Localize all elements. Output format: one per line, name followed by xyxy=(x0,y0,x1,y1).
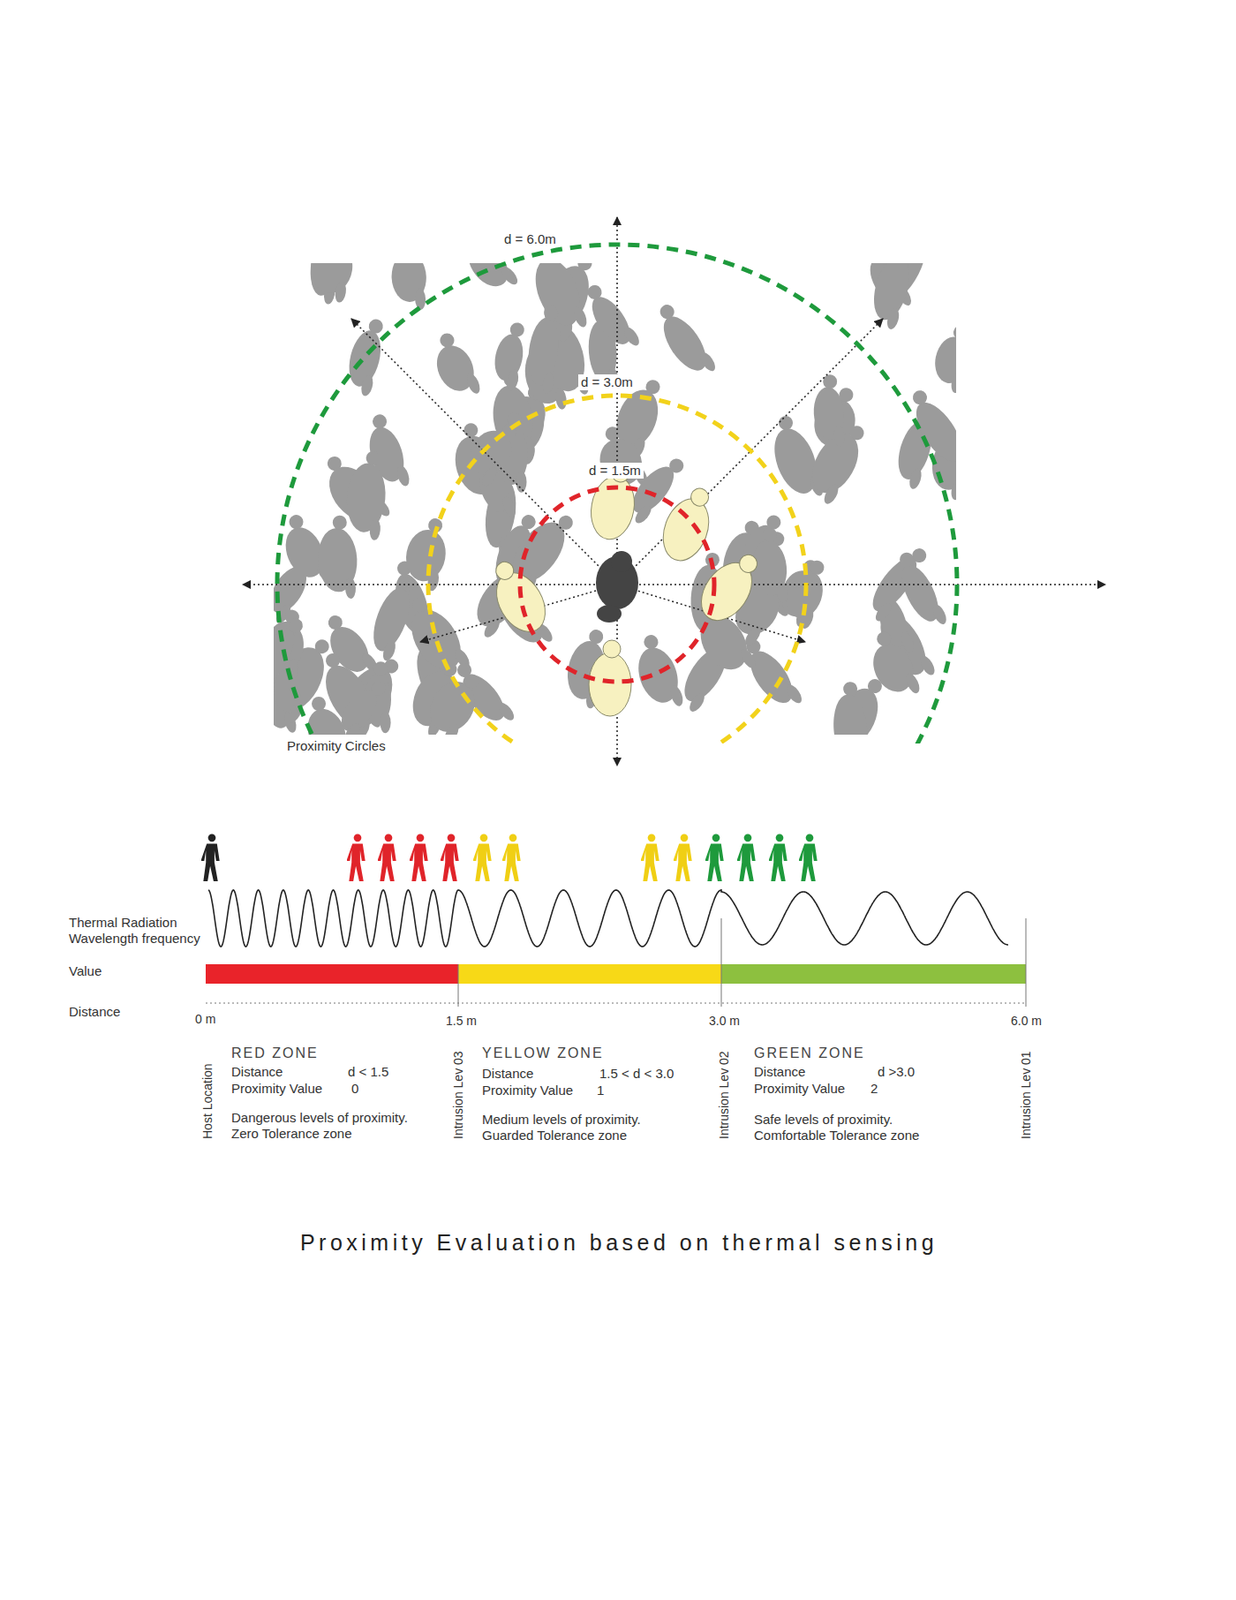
green-circle xyxy=(277,244,958,744)
zone-dividers xyxy=(205,918,1026,1007)
caption: Proximity Evaluation based on thermal se… xyxy=(300,1228,938,1256)
text-label: 1.5 < d < 3.0 xyxy=(599,1065,674,1082)
text-label: Thermal Radiation Wavelength frequency xyxy=(68,914,215,947)
zone-heading: RED ZONE xyxy=(231,1044,319,1062)
person-silhouette xyxy=(648,299,719,385)
yellow-bar xyxy=(458,964,722,984)
walker-icon xyxy=(798,833,817,882)
person-silhouette xyxy=(929,321,957,394)
host-silhouette xyxy=(595,550,639,623)
person-silhouette xyxy=(343,449,389,542)
text-label: Proximity Circles xyxy=(284,738,389,754)
text-label: Proximity Value xyxy=(482,1082,573,1099)
vertical-label: Intrusion Lev 02 xyxy=(716,1050,732,1139)
walker-icon xyxy=(672,833,692,882)
vertical-label: Host Location xyxy=(200,1062,216,1139)
text-label: Safe levels of proximity. Comfortable To… xyxy=(753,1111,958,1144)
intruder-silhouettes xyxy=(480,460,769,716)
walker-icon xyxy=(376,833,396,882)
walker-icon xyxy=(439,833,459,882)
walker-icon xyxy=(501,833,521,882)
walker-icon xyxy=(346,833,365,882)
walker-icon xyxy=(736,833,755,882)
text-label: d = 6.0m xyxy=(501,231,559,248)
walker-icons xyxy=(200,833,817,882)
text-label: Proximity Value xyxy=(231,1080,323,1097)
person-silhouette xyxy=(523,303,564,395)
text-label: Proximity Value xyxy=(753,1080,845,1097)
person-silhouette xyxy=(811,373,846,448)
person-silhouette xyxy=(341,315,389,398)
person-silhouette xyxy=(316,514,359,601)
person-silhouette xyxy=(900,384,957,475)
person-silhouette xyxy=(390,263,428,311)
text-label: 1.5 m xyxy=(445,1013,477,1029)
text-label: 1 xyxy=(596,1082,604,1099)
walker-icon xyxy=(704,833,724,882)
person-silhouette xyxy=(329,673,392,735)
person-silhouette xyxy=(522,263,592,339)
text-label: Distance xyxy=(482,1065,534,1082)
wave-line xyxy=(208,889,1009,947)
text-label: 6.0 m xyxy=(1010,1013,1042,1029)
intruder-silhouette xyxy=(691,542,770,630)
person-silhouette xyxy=(829,680,871,735)
walker-icon xyxy=(200,833,219,882)
text-label: d < 1.5 xyxy=(347,1063,389,1080)
walker-icon xyxy=(768,833,787,882)
text-label: d >3.0 xyxy=(877,1063,915,1080)
person-silhouette xyxy=(866,263,920,332)
person-silhouette xyxy=(889,548,950,634)
text-label: d = 3.0m xyxy=(578,374,636,391)
text-label: 3.0 m xyxy=(708,1013,740,1029)
direction-arrows xyxy=(242,217,1106,766)
red-circle xyxy=(520,487,715,682)
text-label: Dangerous levels of proximity. Zero Tole… xyxy=(231,1109,435,1142)
text-label: Distance xyxy=(231,1063,283,1080)
person-silhouette xyxy=(310,447,395,536)
text-label: Medium levels of proximity. Guarded Tole… xyxy=(482,1111,686,1144)
person-silhouette xyxy=(489,319,529,392)
direction-arrow xyxy=(617,583,1106,586)
text-label: Distance xyxy=(68,1003,121,1020)
zone-heading: YELLOW ZONE xyxy=(482,1044,604,1062)
text-label: Distance xyxy=(753,1063,806,1080)
walker-icon xyxy=(640,833,659,882)
vertical-label: Intrusion Lev 03 xyxy=(451,1050,467,1139)
text-label: d = 1.5m xyxy=(586,462,644,479)
zone-heading: GREEN ZONE xyxy=(753,1044,866,1062)
intruder-silhouette xyxy=(480,553,556,641)
green-bar xyxy=(721,964,1026,984)
person-silhouette xyxy=(306,263,358,304)
person-silhouette xyxy=(273,611,309,699)
text-label: 0 m xyxy=(195,1011,216,1027)
vertical-label: Intrusion Lev 01 xyxy=(1018,1050,1034,1139)
yellow-circle xyxy=(428,395,807,744)
person-silhouette xyxy=(425,328,484,405)
person-silhouette xyxy=(577,280,642,358)
walker-icon xyxy=(408,833,428,882)
red-bar xyxy=(205,964,459,984)
text-label: 2 xyxy=(870,1080,878,1097)
person-silhouette xyxy=(417,663,490,735)
intruder-silhouette xyxy=(588,640,632,716)
text-label: 0 xyxy=(351,1080,359,1097)
intruder-silhouette xyxy=(655,481,722,567)
person-silhouette xyxy=(860,625,925,706)
crowd-silhouettes xyxy=(273,263,957,735)
walker-icon xyxy=(472,833,491,882)
person-silhouette xyxy=(627,630,687,716)
person-silhouette xyxy=(798,414,875,507)
text-label: Value xyxy=(68,963,102,980)
